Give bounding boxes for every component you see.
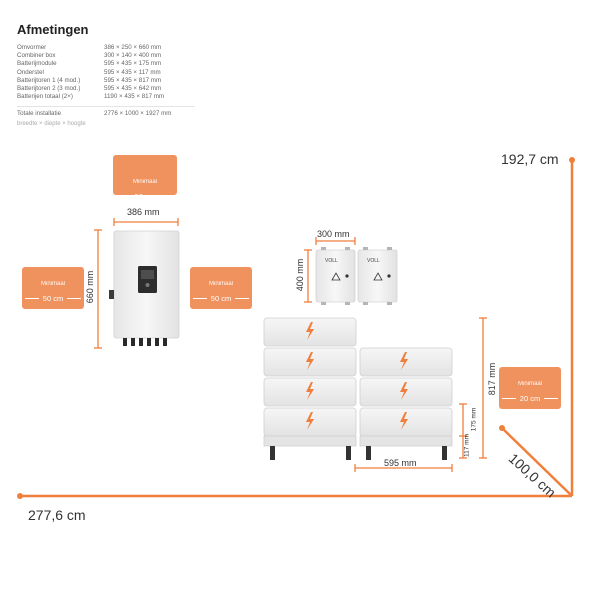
spec-row: Onderstel 595 × 435 × 117 mm xyxy=(17,69,195,77)
battery-tower-height-label: 817 mm xyxy=(487,362,497,396)
clearance-right: Minimaal 50 cm xyxy=(190,267,252,309)
spec-label: Batterijtoren 1 (4 mod.) xyxy=(17,76,81,84)
inverter-cable-glands xyxy=(123,338,167,346)
clearance-left: Minimaal 50 cm xyxy=(22,267,84,309)
clearance-caption: Minimaal xyxy=(208,281,233,287)
wheel xyxy=(270,446,275,460)
spec-value: 1190 × 435 × 817 mm xyxy=(104,93,165,101)
combiner-box xyxy=(315,249,356,303)
battery-stand xyxy=(263,435,357,447)
dimension-end-dot xyxy=(499,425,505,431)
total-width-label: 277,6 cm xyxy=(28,507,86,523)
spec-row: Omvormer 386 × 250 × 660 mm xyxy=(17,44,195,52)
warning-icon xyxy=(331,272,341,281)
inverter-button xyxy=(145,283,150,287)
spec-row: Batterijen totaal (2×) 1190 × 435 × 817 m… xyxy=(17,93,195,101)
dimension-end-dot xyxy=(17,493,23,499)
spec-row: Batterijmodule 595 × 435 × 175 mm xyxy=(17,60,195,68)
combiner-boxes: VOLL VOLL xyxy=(315,247,398,305)
module-height-label: 175 mm xyxy=(470,407,478,432)
spec-label: Batterijmodule xyxy=(17,60,57,68)
spec-label: Batterijen totaal (2×) xyxy=(17,93,73,101)
component-dimension-lines xyxy=(94,218,487,472)
inverter xyxy=(109,230,180,346)
spec-label: Omvormer xyxy=(17,44,47,51)
spec-total-row: Totale installatie 2776 × 1000 × 1927 mm xyxy=(17,106,195,118)
battery-tower-2 xyxy=(359,347,453,460)
battery-stand xyxy=(359,435,453,447)
spec-value: 595 × 435 × 117 mm xyxy=(104,68,161,76)
clearance-front: Minimaal 20 cm xyxy=(499,367,561,409)
combiner-height-label: 400 mm xyxy=(295,258,305,292)
spec-label: Combiner box xyxy=(17,52,56,60)
page-title: Afmetingen xyxy=(17,22,89,37)
warning-icon xyxy=(373,272,383,281)
combiner-box xyxy=(357,249,398,303)
inverter-switch xyxy=(109,290,114,299)
spec-label: Batterijtoren 2 (3 mod.) xyxy=(17,85,81,93)
dimension-end-dot xyxy=(569,157,575,163)
spec-value: 595 × 435 × 175 mm xyxy=(104,60,162,68)
spec-label: Onderstel xyxy=(17,68,44,76)
combiner-width-label: 300 mm xyxy=(317,229,350,239)
clearance-caption: Minimaal xyxy=(40,281,65,287)
spec-total-label: Totale installatie xyxy=(17,110,62,118)
wheel xyxy=(366,446,371,460)
inverter-width-label: 386 mm xyxy=(127,207,160,217)
lock-icon xyxy=(345,274,349,278)
clearance-caption: Minimaal xyxy=(517,381,542,387)
spec-row: Batterijtoren 2 (3 mod.) 595 × 435 × 642 … xyxy=(17,85,195,93)
clearance-value: 50 cm xyxy=(24,294,83,303)
depth-dimension-line xyxy=(501,427,573,497)
stand-height-label: 117 mm xyxy=(463,434,471,457)
clearance-value: 50 cm xyxy=(134,192,156,201)
spec-row: Combiner box 300 × 140 × 400 mm xyxy=(17,52,195,60)
spec-value: 595 × 435 × 817 mm xyxy=(104,76,162,84)
spec-value: 595 × 435 × 642 mm xyxy=(104,85,162,93)
lock-icon xyxy=(387,274,391,278)
battery-tower-1 xyxy=(263,317,357,460)
overall-dimension-lines xyxy=(17,157,575,499)
clearance-top: Minimaal 50 cm xyxy=(113,155,177,201)
spec-value: 300 × 140 × 400 mm xyxy=(104,52,162,60)
inverter-height-label: 660 mm xyxy=(85,270,95,304)
spec-total-value: 2776 × 1000 × 1927 mm xyxy=(104,110,172,118)
clearance-caption: Minimaal xyxy=(132,179,157,185)
brand-logo: VOLL xyxy=(325,258,338,264)
clearance-value: 20 cm xyxy=(501,394,560,403)
inverter-screen xyxy=(141,270,154,279)
total-height-label: 192,7 cm xyxy=(501,151,559,167)
spec-table: Omvormer 386 × 250 × 660 mm Combiner box 3… xyxy=(17,44,195,128)
battery-width-label: 595 mm xyxy=(384,458,417,468)
battery-bolt-icons xyxy=(400,352,408,430)
wheel xyxy=(346,446,351,460)
spec-value: 386 × 250 × 660 mm xyxy=(104,44,162,51)
battery-bolt-icons xyxy=(306,322,314,430)
spec-row: Batterijtoren 1 (4 mod.) 595 × 435 × 817 … xyxy=(17,77,195,85)
wheel xyxy=(442,446,447,460)
spec-total-note: breedte × diepte × hoogte xyxy=(17,120,86,127)
clearance-value: 50 cm xyxy=(192,294,251,303)
brand-logo: VOLL xyxy=(367,258,380,264)
